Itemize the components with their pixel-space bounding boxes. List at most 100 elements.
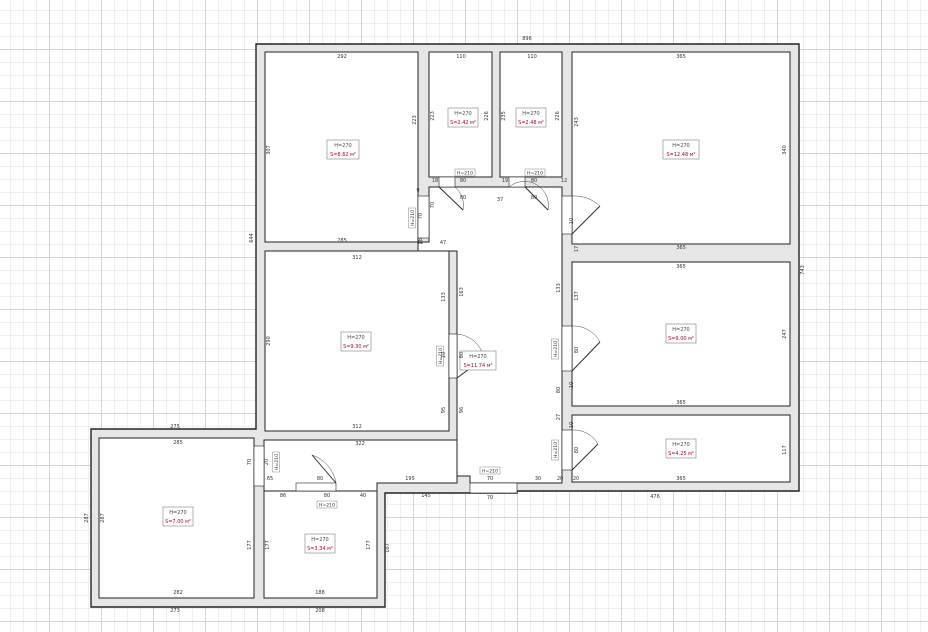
room-tag-bath-1: H=270 S=2.42 м² <box>447 107 479 128</box>
height-label: H=270 <box>469 354 487 360</box>
dim-label: 80 <box>460 195 466 201</box>
room-tag-top-left: H=270 S=8.62 м² <box>326 139 360 160</box>
dim-label: 223 <box>412 115 418 125</box>
dim-label: 195 <box>405 476 415 482</box>
height-label: H=270 <box>347 335 365 341</box>
dim-label: 10 <box>569 422 575 428</box>
dim-label: 273 <box>170 608 180 614</box>
door-tag: H=210 <box>551 338 559 360</box>
dim-label: 27 <box>556 414 562 420</box>
dim-label: 70 <box>487 495 493 501</box>
svg-text:H=210: H=210 <box>457 171 473 177</box>
door-tags: H=210 H=210 H=210 H=210 H=210 H=210 H=21… <box>272 168 559 509</box>
door-tag: H=210 <box>551 439 559 461</box>
dim-label: 110 <box>456 54 466 60</box>
dim-label: 117 <box>782 445 788 455</box>
door-bottom-left <box>253 445 265 487</box>
door-tag: H=210 <box>408 207 416 229</box>
dim-label: 80 <box>574 347 580 353</box>
area-label: S=3.34 м² <box>307 546 333 552</box>
dim-label: 133 <box>556 283 562 293</box>
door-tag: H=210 <box>436 345 444 367</box>
area-label: S=2.48 м² <box>518 120 544 126</box>
dim-label: 365 <box>676 476 686 482</box>
dim-label: 312 <box>352 424 362 430</box>
dim-label: 70 <box>247 459 253 465</box>
dim-label: 70 <box>418 213 424 219</box>
dim-label: 20 <box>557 476 563 482</box>
dim-label: 15 <box>418 238 424 244</box>
dim-label: 163 <box>459 287 465 297</box>
dim-label: 223 <box>430 111 436 121</box>
dim-label: 243 <box>574 117 580 127</box>
room-tag-middle-left: H=270 S=9.30 м² <box>340 331 372 352</box>
svg-text:H=210: H=210 <box>553 442 559 458</box>
dim-label: 96 <box>459 407 465 413</box>
dim-label: 476 <box>650 494 660 500</box>
dim-label: 10 <box>441 352 447 358</box>
dim-label: 110 <box>527 54 537 60</box>
svg-text:H=210: H=210 <box>553 341 559 357</box>
room-tag-bottom-small: H=270 S=3.34 м² <box>304 533 336 554</box>
room-tag-bath-2: H=270 S=2.48 м² <box>515 107 547 128</box>
dim-label: 10 <box>569 382 575 388</box>
area-label: S=9.00 м² <box>668 336 694 342</box>
dim-label: 15 <box>417 240 423 246</box>
dim-label: 290 <box>266 336 272 346</box>
dim-label: 896 <box>522 36 532 42</box>
door-bath-2 <box>508 176 526 188</box>
door-middle-left <box>448 333 458 379</box>
area-label: S=9.30 м² <box>343 344 369 350</box>
dim-label: 80 <box>556 387 562 393</box>
door-tag: H=210 <box>272 451 280 473</box>
dim-label: 188 <box>315 590 325 596</box>
svg-text:H=210: H=210 <box>410 210 416 226</box>
dim-label: 247 <box>782 329 788 339</box>
area-label: S=11.74 м² <box>463 363 492 369</box>
room-tag-corridor: H=270 S=11.74 м² <box>459 350 497 371</box>
dim-label: 70 <box>487 476 493 482</box>
dim-label: 282 <box>173 590 183 596</box>
height-label: H=270 <box>672 327 690 333</box>
dim-label: 340 <box>782 145 788 155</box>
area-label: S=12.48 м² <box>666 152 695 158</box>
dim-label: 177 <box>247 540 253 550</box>
dim-label: 80 <box>574 447 580 453</box>
dim-label: 208 <box>315 608 325 614</box>
door-small-right <box>561 429 573 471</box>
dim-label: 70 <box>430 202 436 208</box>
dim-label: 12 <box>561 178 567 184</box>
door-top-left <box>417 195 430 239</box>
dim-label: 226 <box>484 111 490 121</box>
dim-label: 80 <box>317 476 323 482</box>
dim-label: 275 <box>170 424 180 430</box>
dim-label: 177 <box>366 540 372 550</box>
dim-label: 10 <box>569 218 575 224</box>
height-label: H=270 <box>169 510 187 516</box>
dim-label: 743 <box>800 265 806 275</box>
dim-label: 80 <box>459 352 465 358</box>
dim-label: 80 <box>531 178 537 184</box>
height-label: H=270 <box>311 537 329 543</box>
dim-label: 287 <box>100 513 106 523</box>
area-label: S=8.62 м² <box>330 152 356 158</box>
svg-text:H=210: H=210 <box>438 348 444 364</box>
dim-label: 95 <box>441 407 447 413</box>
door-tag: H=210 <box>524 168 546 177</box>
room-tags: H=270 S=8.62 м² H=270 S=2.42 м² H=270 S=… <box>162 107 700 554</box>
dim-label: 292 <box>337 54 347 60</box>
dim-label: 307 <box>266 145 272 155</box>
dim-label: 133 <box>441 292 447 302</box>
dim-label: 20 <box>264 459 270 465</box>
room-tag-small-right: H=270 S=4.25 м² <box>665 438 697 459</box>
dim-label: 145 <box>421 493 431 499</box>
room-interiors <box>98 51 791 599</box>
door-bottom-small <box>295 482 337 492</box>
dim-label: 20 <box>573 476 579 482</box>
dim-label: 287 <box>84 513 90 523</box>
room-lobby <box>263 439 458 492</box>
svg-text:H=210: H=210 <box>482 469 498 475</box>
dim-label: 80 <box>531 195 537 201</box>
dim-label: 19 <box>502 178 508 184</box>
dim-label: 365 <box>676 264 686 270</box>
